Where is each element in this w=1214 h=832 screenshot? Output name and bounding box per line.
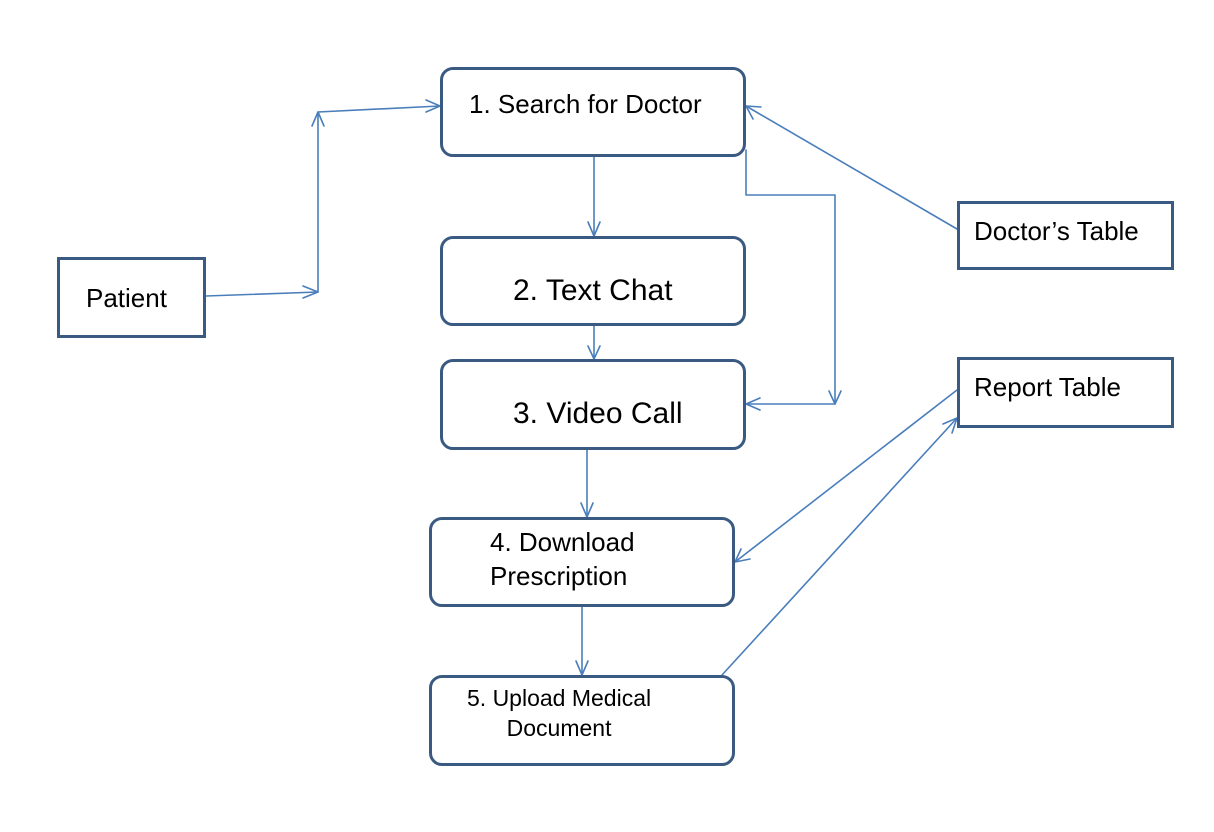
patient-to-search-connector <box>205 105 441 297</box>
upload-medical-document-label: 5. Upload Medical Document <box>467 685 652 741</box>
video-call-label: 3. Video Call <box>513 397 683 430</box>
doctors-table-to-search-connector <box>745 105 958 230</box>
upload-to-report-connector <box>721 417 958 676</box>
arrowhead-report-to-download <box>734 548 751 563</box>
report-table-label: Report Table <box>974 372 1121 402</box>
text-chat-label: 2. Text Chat <box>513 274 673 307</box>
report-to-download-connector <box>734 389 958 563</box>
doctors-table-label: Doctor’s Table <box>974 216 1139 246</box>
search-for-doctor-step: 1. Search for Doctor <box>440 67 746 157</box>
arrowhead-patient-up <box>311 111 325 127</box>
doctors-table-box: Doctor’s Table <box>957 201 1174 270</box>
download-prescription-step: 4. Download Prescription <box>429 517 735 607</box>
search-for-doctor-label: 1. Search for Doctor <box>469 89 702 119</box>
patient-actor-box: Patient <box>57 257 206 338</box>
report-table-box: Report Table <box>957 357 1174 428</box>
arrowhead-doctors-table <box>745 105 762 120</box>
arrowhead-loop-down <box>828 390 842 405</box>
arrowhead-patient-mid <box>302 285 319 299</box>
text-chat-step: 2. Text Chat <box>440 236 746 326</box>
arrowhead-into-video <box>745 397 761 411</box>
search-to-video-connector <box>745 149 836 405</box>
download-prescription-label: 4. Download Prescription <box>490 527 635 591</box>
upload-medical-document-step: 5. Upload Medical Document <box>429 675 735 766</box>
patient-label: Patient <box>86 283 167 313</box>
video-call-step: 3. Video Call <box>440 359 746 450</box>
